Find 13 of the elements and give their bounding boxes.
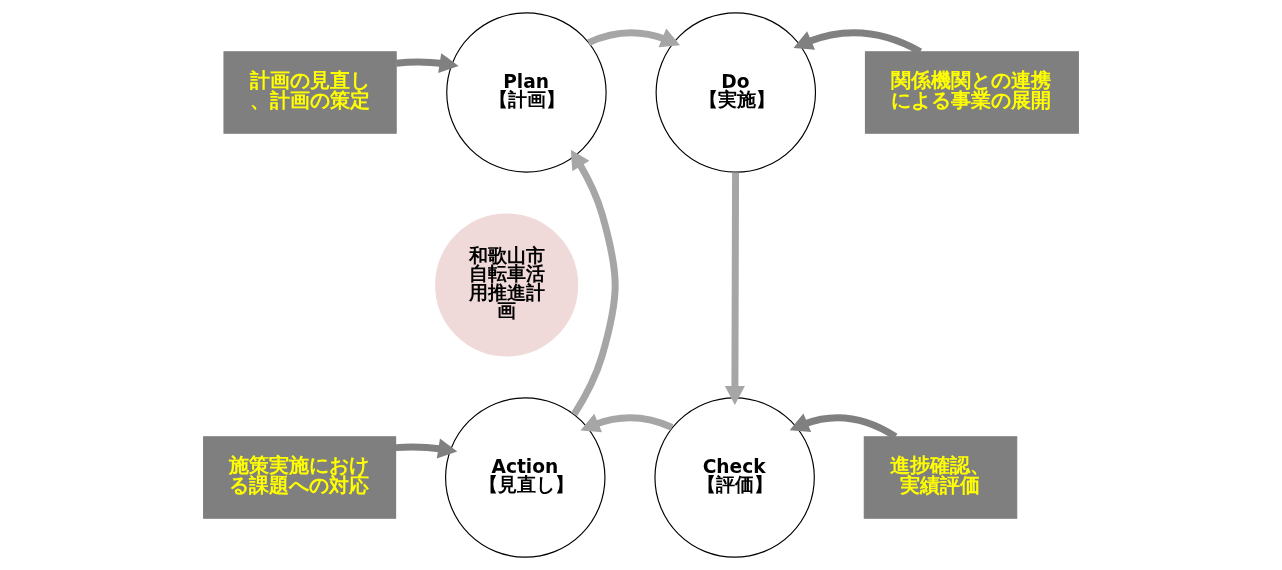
node-circle: 和歌山市自転車活用推進計画 bbox=[435, 213, 579, 357]
arrow bbox=[395, 438, 458, 459]
arrow bbox=[789, 413, 898, 440]
node-box: 関係機関との連携による事業の展開 bbox=[864, 51, 1079, 134]
arrow bbox=[395, 53, 459, 73]
node-box: 進捗確認、実績評価 bbox=[863, 436, 1018, 519]
arrow bbox=[570, 149, 619, 417]
node-box: 計画の見直し、計画の策定 bbox=[223, 51, 397, 134]
arrow bbox=[580, 413, 674, 433]
arrow bbox=[587, 28, 681, 48]
node-box: 施策実施における課題への対応 bbox=[203, 436, 397, 519]
arrow bbox=[793, 29, 922, 55]
arrow bbox=[724, 172, 745, 406]
